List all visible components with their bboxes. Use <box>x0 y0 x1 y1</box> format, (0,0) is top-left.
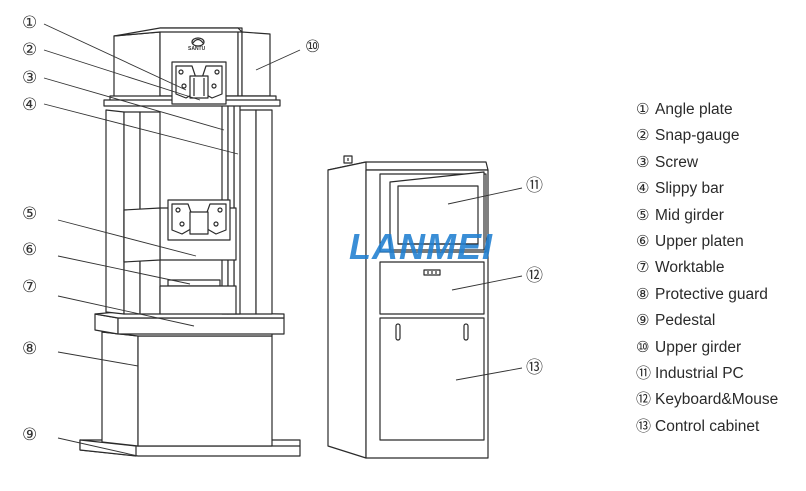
callout-12: ⑫ <box>526 266 543 286</box>
leader-9 <box>57 437 139 457</box>
machine-logo <box>191 37 205 47</box>
legend-item: ① Angle plate <box>636 96 806 122</box>
legend-number: ③ <box>636 152 650 171</box>
legend-label: Keyboard&Mouse <box>655 391 779 409</box>
leader-3 <box>43 77 225 131</box>
callout-3: ③ <box>22 68 38 88</box>
legend-label: Protective guard <box>655 285 768 303</box>
leader-11 <box>447 187 523 205</box>
legend-number: ⑬ <box>636 416 652 435</box>
legend-item: ③ Screw <box>636 149 806 175</box>
callout-2: ② <box>22 40 38 60</box>
leader-5 <box>57 219 197 257</box>
leader-8 <box>57 351 139 367</box>
keyboard-drawer <box>379 261 485 315</box>
callout-7: ⑦ <box>22 277 38 297</box>
legend-label: Upper girder <box>655 338 742 356</box>
callout-4: ④ <box>22 95 38 115</box>
legend-item: ② Snap-gauge <box>636 122 806 148</box>
leader-lines <box>43 23 523 457</box>
legend-number: ① <box>636 100 650 118</box>
legend-label: Screw <box>655 153 699 171</box>
legend-number: ⑤ <box>636 205 650 224</box>
leader-4 <box>43 103 239 155</box>
legend-label: Control cabinet <box>655 417 760 435</box>
legend-number: ⑦ <box>636 258 650 277</box>
legend-number: ② <box>636 126 650 145</box>
protective-guard <box>101 329 273 447</box>
legend-number: ⑩ <box>636 337 650 356</box>
legend-number: ⑥ <box>636 231 650 250</box>
legend-number: ⑨ <box>636 311 650 330</box>
callout-8: ⑧ <box>22 339 38 359</box>
legend-item: ⑦ Worktable <box>636 254 806 280</box>
callout-6: ⑥ <box>22 240 38 260</box>
legend-number: ④ <box>636 179 650 198</box>
legend-label: Mid girder <box>655 206 724 224</box>
callout-11: ⑪ <box>526 176 543 196</box>
upper-grip <box>171 61 227 105</box>
leader-12 <box>451 275 523 291</box>
cabinet-door <box>379 317 485 441</box>
leader-1 <box>43 23 187 91</box>
legend-item: ⑧ Protective guard <box>636 281 806 307</box>
watermark-logo: LANMEI <box>349 226 493 267</box>
legend-label: Upper platen <box>655 232 744 250</box>
legend-number: ⑧ <box>636 284 650 303</box>
legend-label: Industrial PC <box>655 364 744 382</box>
legend-label: Worktable <box>655 259 725 277</box>
upper-platen <box>159 279 237 315</box>
legend-item: ⑩ Upper girder <box>636 334 806 360</box>
callout-5: ⑤ <box>22 204 38 224</box>
leader-2 <box>43 49 201 101</box>
legend-item: ⑨ Pedestal <box>636 307 806 333</box>
leader-10 <box>255 49 301 71</box>
callout-10: ⑩ <box>305 37 321 57</box>
mid-girder <box>123 199 237 263</box>
callout-9: ⑨ <box>22 425 38 445</box>
callout-13: ⑬ <box>526 358 543 378</box>
testing-machine <box>79 27 301 457</box>
legend-label: Slippy bar <box>655 180 724 198</box>
machine-logo-text: SANTU <box>188 46 206 52</box>
leader-13 <box>455 367 523 381</box>
legend-number: ⑪ <box>636 363 652 382</box>
legend-item: ⑤ Mid girder <box>636 202 806 228</box>
legend-number: ⑫ <box>636 390 652 409</box>
control-cabinet <box>327 155 489 459</box>
callout-1: ① <box>22 13 38 33</box>
legend-item: ⑥ Upper platen <box>636 228 806 254</box>
leader-6 <box>57 255 191 285</box>
legend-item: ④ Slippy bar <box>636 175 806 201</box>
legend: ① Angle plate ② Snap-gauge ③ Screw ④ Slippy … <box>636 96 806 439</box>
legend-label: Snap-gauge <box>655 127 740 145</box>
legend-label: Pedestal <box>655 312 716 330</box>
leader-7 <box>57 295 195 327</box>
legend-label: Angle plate <box>655 101 733 118</box>
worktable <box>94 311 285 335</box>
industrial-pc <box>379 171 487 253</box>
